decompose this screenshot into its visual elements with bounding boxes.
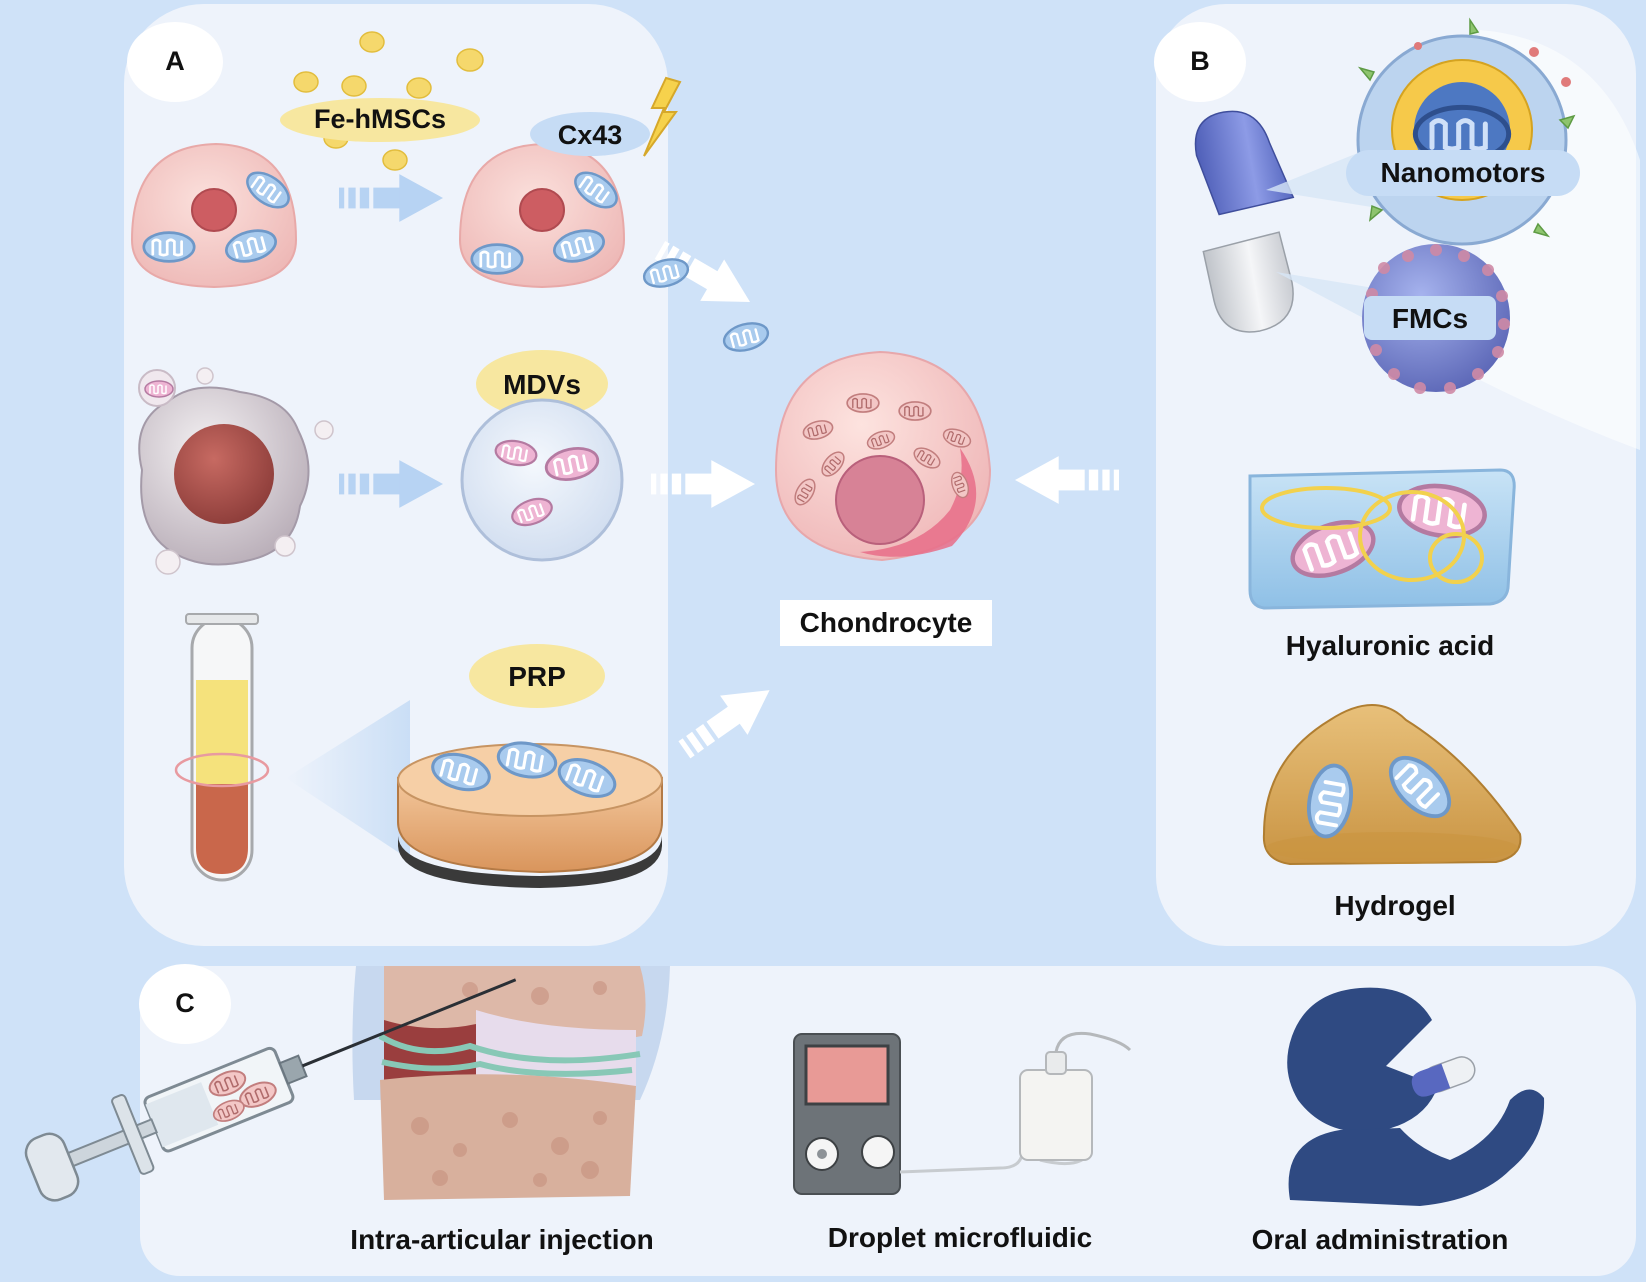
hydrogel-label: Hydrogel — [1334, 890, 1456, 921]
microfluidic-device — [793, 1031, 1132, 1195]
arrow-icon — [670, 670, 784, 770]
panel-b-letter: B — [1190, 46, 1210, 76]
chondrocyte-label-bg — [780, 600, 992, 646]
panel-a-letter-badge — [127, 22, 223, 102]
microfluidic-label: Droplet microfluidic — [827, 1222, 1093, 1253]
panel-b — [1154, 4, 1640, 946]
hyaluronic-acid-label: Hyaluronic acid — [1285, 630, 1495, 661]
petri-dish — [397, 737, 663, 888]
hmsc-cell-right — [458, 142, 626, 289]
panel-c — [24, 964, 1636, 1276]
prp-label: PRP — [508, 661, 566, 692]
fe-hmscs-label-bg — [280, 98, 480, 142]
prp-label-bg — [469, 644, 605, 708]
panel-a — [124, 4, 682, 946]
syringe-icon — [24, 978, 517, 1202]
blood-test-tube — [174, 613, 270, 882]
fmcs-label-bg — [1364, 296, 1496, 340]
panel-c-letter: C — [175, 988, 195, 1018]
prp-beam — [286, 700, 410, 860]
cx43-label-bg — [530, 112, 650, 156]
oral-administration-label: Oral administration — [1251, 1224, 1509, 1255]
chondrocyte-cell — [774, 350, 992, 562]
capsule-icon — [1194, 110, 1295, 333]
injection-label: Intra-articular injection — [350, 1224, 654, 1255]
nanomotors-label-bg — [1346, 150, 1580, 196]
hyaluronic-acid-block — [1248, 468, 1516, 610]
panel-b-letter-badge — [1154, 22, 1246, 102]
fmc-beam — [1276, 272, 1386, 330]
mdvs-label: MDVs — [503, 369, 581, 400]
macrophage-cell — [138, 367, 334, 575]
arrow-icon — [1015, 456, 1119, 504]
panel-a-letter: A — [165, 46, 185, 76]
panel-c-letter-badge — [139, 964, 231, 1044]
person-icon — [1287, 987, 1545, 1206]
nanomotors-label: Nanomotors — [1380, 157, 1546, 188]
mdvs-label-bg — [476, 350, 608, 418]
fe-particles — [293, 31, 484, 171]
fe-hmscs-label: Fe-hMSCs — [313, 104, 446, 134]
cx43-label: Cx43 — [557, 120, 623, 150]
lightning-icon — [643, 76, 682, 157]
chondrocyte-label: Chondrocyte — [799, 607, 973, 638]
mdv-vesicle — [460, 398, 624, 562]
knee-joint — [352, 966, 670, 1200]
mitochondria-icon — [719, 317, 773, 357]
fmcs-label: FMCs — [1391, 303, 1469, 334]
hydrogel-dome — [1262, 704, 1522, 866]
hmsc-cell-left — [130, 142, 298, 289]
capsule-icon — [1411, 1056, 1476, 1097]
